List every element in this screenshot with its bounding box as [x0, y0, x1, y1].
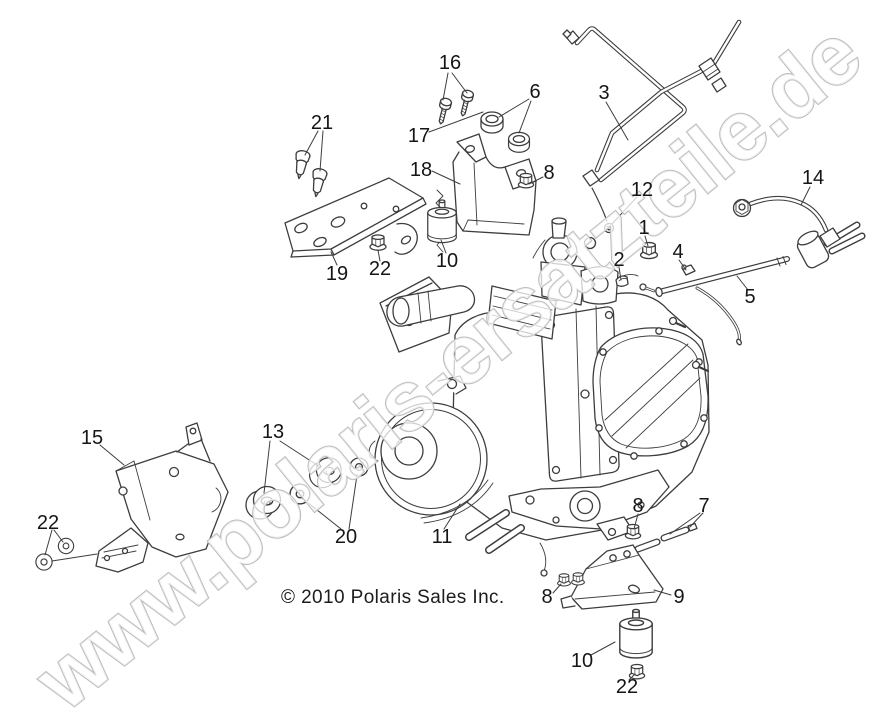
cylinder-head	[487, 285, 557, 340]
callout-14: 14	[801, 167, 825, 189]
rod-5-art	[655, 256, 790, 346]
callout-20: 20	[334, 526, 358, 548]
callout-6: 6	[529, 81, 541, 103]
callout-22-left: 22	[36, 512, 60, 534]
callout-16: 16	[438, 52, 462, 74]
hose-14-art	[732, 195, 866, 269]
callout-9: 9	[673, 586, 685, 608]
copyright-notice: © 2010 Polaris Sales Inc.	[281, 587, 505, 608]
bracket-9-art	[560, 544, 664, 610]
callout-19: 19	[325, 263, 349, 285]
watermark-text: www.polaris-ersatzteile.de	[17, 6, 877, 720]
callout-8-mid: 8	[632, 495, 644, 517]
callout-10-top: 10	[435, 250, 459, 272]
callout-13: 13	[261, 421, 285, 443]
bracket-18-art	[452, 133, 537, 236]
callout-3: 3	[598, 82, 610, 104]
callout-8-top: 8	[543, 162, 555, 184]
callout-18: 18	[409, 159, 433, 181]
callout-7: 7	[698, 495, 710, 517]
callout-15: 15	[80, 427, 104, 449]
callout-5: 5	[744, 286, 756, 308]
bracket-15-art	[95, 422, 229, 573]
nut-8-top-art	[517, 172, 535, 189]
cable-3-art	[562, 19, 742, 234]
engine-assembly-art	[368, 217, 710, 577]
rivets-21-art	[291, 148, 329, 199]
callout-21: 21	[310, 112, 334, 134]
callout-8-bottom: 8	[541, 586, 553, 608]
bolts-16-art	[434, 88, 475, 126]
callout-2: 2	[613, 249, 625, 271]
callout-22-bottom: 22	[615, 676, 639, 698]
bracket-19-art	[284, 177, 444, 258]
callout-22-top: 22	[368, 258, 392, 280]
nut-8-mid-art	[624, 523, 642, 540]
nut-22-top-art	[369, 234, 387, 251]
leader-lines	[44, 72, 811, 681]
bushings-6-art	[480, 111, 531, 153]
callout-4: 4	[672, 241, 684, 263]
mount-10-bottom-art	[619, 608, 653, 659]
callout-1: 1	[638, 217, 650, 239]
callout-17: 17	[407, 125, 431, 147]
nuts-8-bottom-art	[557, 572, 585, 587]
clip-2-art	[615, 275, 656, 293]
pin-7-art	[634, 522, 698, 553]
washers-22-left-art	[35, 537, 75, 571]
callout-11: 11	[431, 526, 453, 548]
gearbox-cover	[592, 327, 709, 457]
callout-10-bottom: 10	[570, 650, 594, 672]
callout-12: 12	[630, 179, 654, 201]
